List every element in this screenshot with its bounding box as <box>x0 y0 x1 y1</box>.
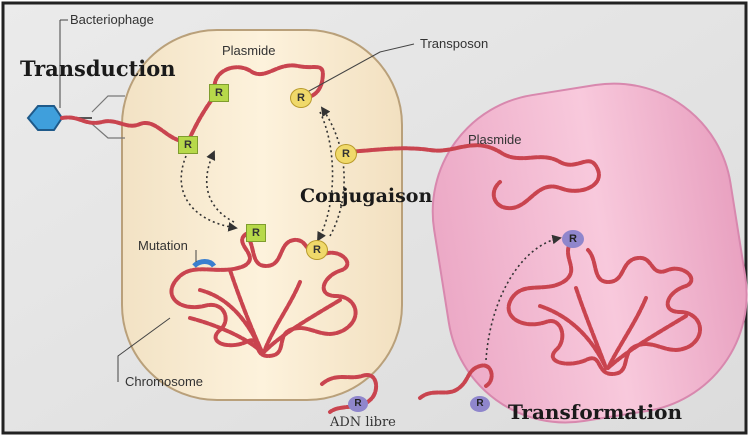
label-adn-libre: ADN libre <box>330 416 396 429</box>
label-mutation: Mutation <box>138 239 188 252</box>
resistance-marker-chromosome: R <box>246 224 266 242</box>
resistance-marker-chromosome-transposon: R <box>306 240 328 260</box>
resistance-marker-transposon: R <box>290 88 312 108</box>
resistance-marker-phage: R <box>178 136 198 154</box>
resistance-marker-free-dna-2: R <box>470 396 490 412</box>
label-plasmide-right: Plasmide <box>468 133 521 146</box>
resistance-marker-conjugation: R <box>335 144 357 164</box>
label-transformation: Transformation <box>508 402 682 422</box>
label-plasmide-left: Plasmide <box>222 44 275 57</box>
resistance-marker-free-dna-1: R <box>348 396 368 412</box>
label-bacteriophage: Bacteriophage <box>70 13 154 26</box>
label-transduction: Transduction <box>20 58 176 79</box>
resistance-marker-transformation: R <box>562 230 584 248</box>
resistance-marker-plasmid: R <box>209 84 229 102</box>
left-bacterium <box>122 30 402 400</box>
label-transposon: Transposon <box>420 37 488 50</box>
label-conjugaison: Conjugaison <box>300 187 432 206</box>
label-chromosome: Chromosome <box>125 375 203 388</box>
